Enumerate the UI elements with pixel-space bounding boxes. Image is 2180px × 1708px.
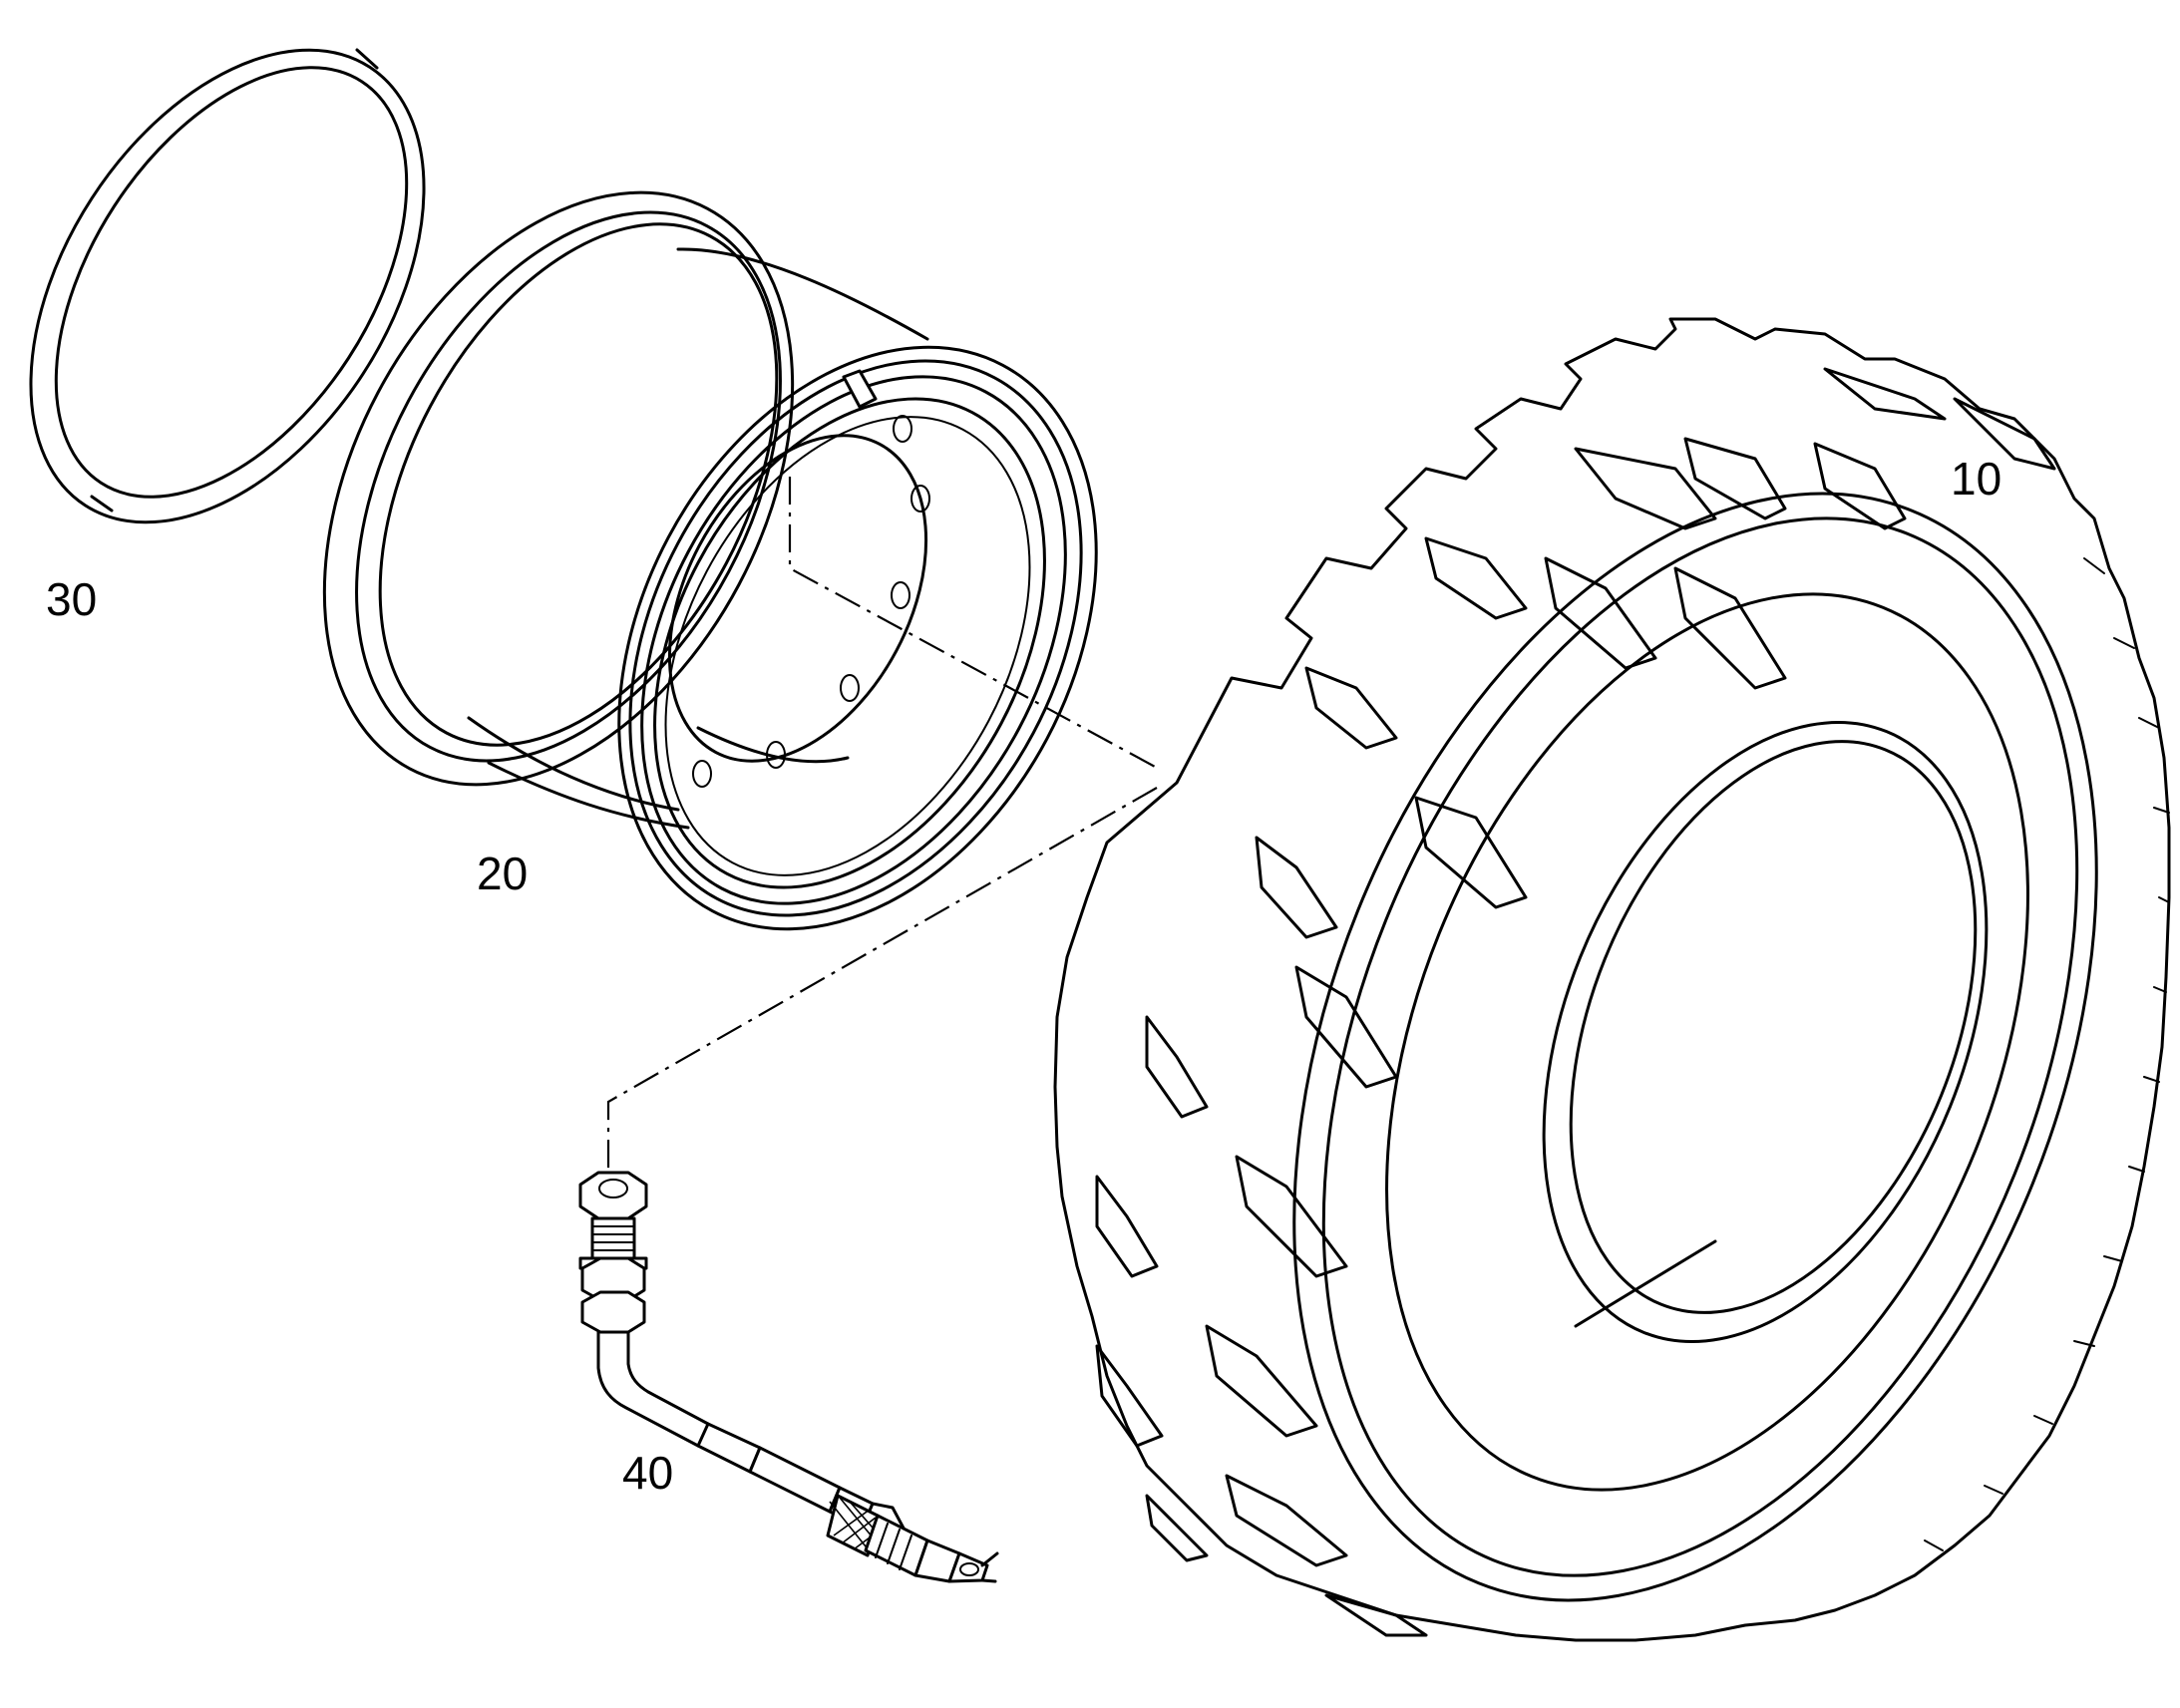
part-label-20: 20 <box>477 848 528 899</box>
valve-icon <box>578 1171 999 1583</box>
part-labels: 10 20 30 40 <box>46 453 2001 1499</box>
part-label-40: 40 <box>622 1447 673 1499</box>
assembly-leader-lines <box>606 477 1158 1177</box>
lock-ring-icon <box>29 48 426 524</box>
tyre-icon <box>1053 317 2171 1642</box>
part-label-30: 30 <box>46 573 97 625</box>
tyre-shoulder-ribs <box>1924 557 2170 1551</box>
part-label-10: 10 <box>1951 453 2001 505</box>
rim-icon <box>322 190 1098 931</box>
tyre-tread-lugs <box>1095 367 2056 1637</box>
